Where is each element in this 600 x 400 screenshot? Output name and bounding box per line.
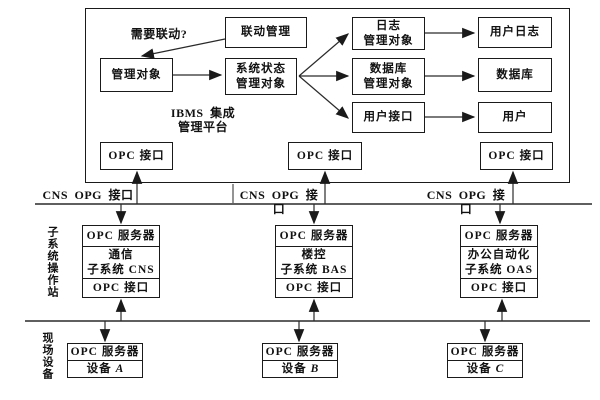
device-c: OPC 服务器 设备 C (447, 343, 523, 378)
label-cns-opg-interface-right: CNS OPG 接口 (426, 188, 506, 216)
label-ibms-platform-title: IBMS 集成 管理平台 (170, 106, 236, 134)
device-c-name: 设备 C (448, 361, 522, 377)
label-need-linkage-question: 需要联动? (130, 27, 188, 41)
station-oas-opc-server: OPC 服务器 (464, 229, 534, 242)
device-c-opc-server: OPC 服务器 (448, 344, 522, 361)
box-log-managed-object: 日志 管理对象 (352, 17, 425, 50)
box-managed-object: 管理对象 (100, 58, 173, 92)
device-a-id: A (115, 362, 124, 375)
station-bas-name: 楼控 子系统 BAS (276, 246, 352, 279)
station-oas-name: 办公自动化 子系统 OAS (461, 246, 537, 279)
station-cns-name: 通信 子系统 CNS (83, 246, 159, 279)
box-linkage-management: 联动管理 (225, 17, 307, 48)
device-a: OPC 服务器 设备 A (67, 343, 143, 378)
label-cns-opg-interface-middle: CNS OPG 接口 (239, 188, 319, 216)
device-a-label: 设备 (86, 362, 112, 375)
box-database: 数据库 (478, 58, 552, 92)
label-cns-opg-interface-left: CNS OPG 接口 (42, 188, 134, 202)
box-database-managed-object: 数据库 管理对象 (352, 58, 425, 95)
device-c-label: 设备 (466, 362, 492, 375)
station-bas-opc-server: OPC 服务器 (279, 229, 349, 242)
label-subsystem-operation-stations: 子系统操作站 (46, 226, 58, 298)
box-user-interface: 用户接口 (352, 102, 425, 133)
station-oas-opc-interface: OPC 接口 (470, 281, 528, 294)
box-platform-opc-interface-right: OPC 接口 (480, 142, 553, 170)
box-user-log: 用户日志 (478, 17, 552, 48)
device-b-label: 设备 (281, 362, 307, 375)
box-platform-opc-interface-left: OPC 接口 (100, 142, 173, 170)
device-b: OPC 服务器 设备 B (262, 343, 338, 378)
device-a-opc-server: OPC 服务器 (68, 344, 142, 361)
arrow-linkage-to-managed-object (140, 38, 226, 59)
station-bas-opc-interface: OPC 接口 (285, 281, 343, 294)
device-b-opc-server: OPC 服务器 (263, 344, 337, 361)
device-b-name: 设备 B (263, 361, 337, 377)
station-cns: OPC 服务器 通信 子系统 CNS OPC 接口 (82, 225, 160, 298)
device-a-name: 设备 A (68, 361, 142, 377)
device-c-id: C (495, 362, 504, 375)
box-user: 用户 (478, 102, 552, 133)
station-bas: OPC 服务器 楼控 子系统 BAS OPC 接口 (275, 225, 353, 298)
box-system-status-managed-object: 系统状态 管理对象 (225, 58, 297, 95)
station-oas: OPC 服务器 办公自动化 子系统 OAS OPC 接口 (460, 225, 538, 298)
label-field-devices: 现场设备 (41, 332, 53, 380)
box-platform-opc-interface-middle: OPC 接口 (288, 142, 362, 170)
station-cns-opc-server: OPC 服务器 (86, 229, 156, 242)
device-b-id: B (310, 362, 319, 375)
arrow-system-status-to-user-interface (298, 75, 350, 119)
arrow-system-status-to-log-manager (298, 33, 350, 77)
station-cns-opc-interface: OPC 接口 (92, 281, 150, 294)
